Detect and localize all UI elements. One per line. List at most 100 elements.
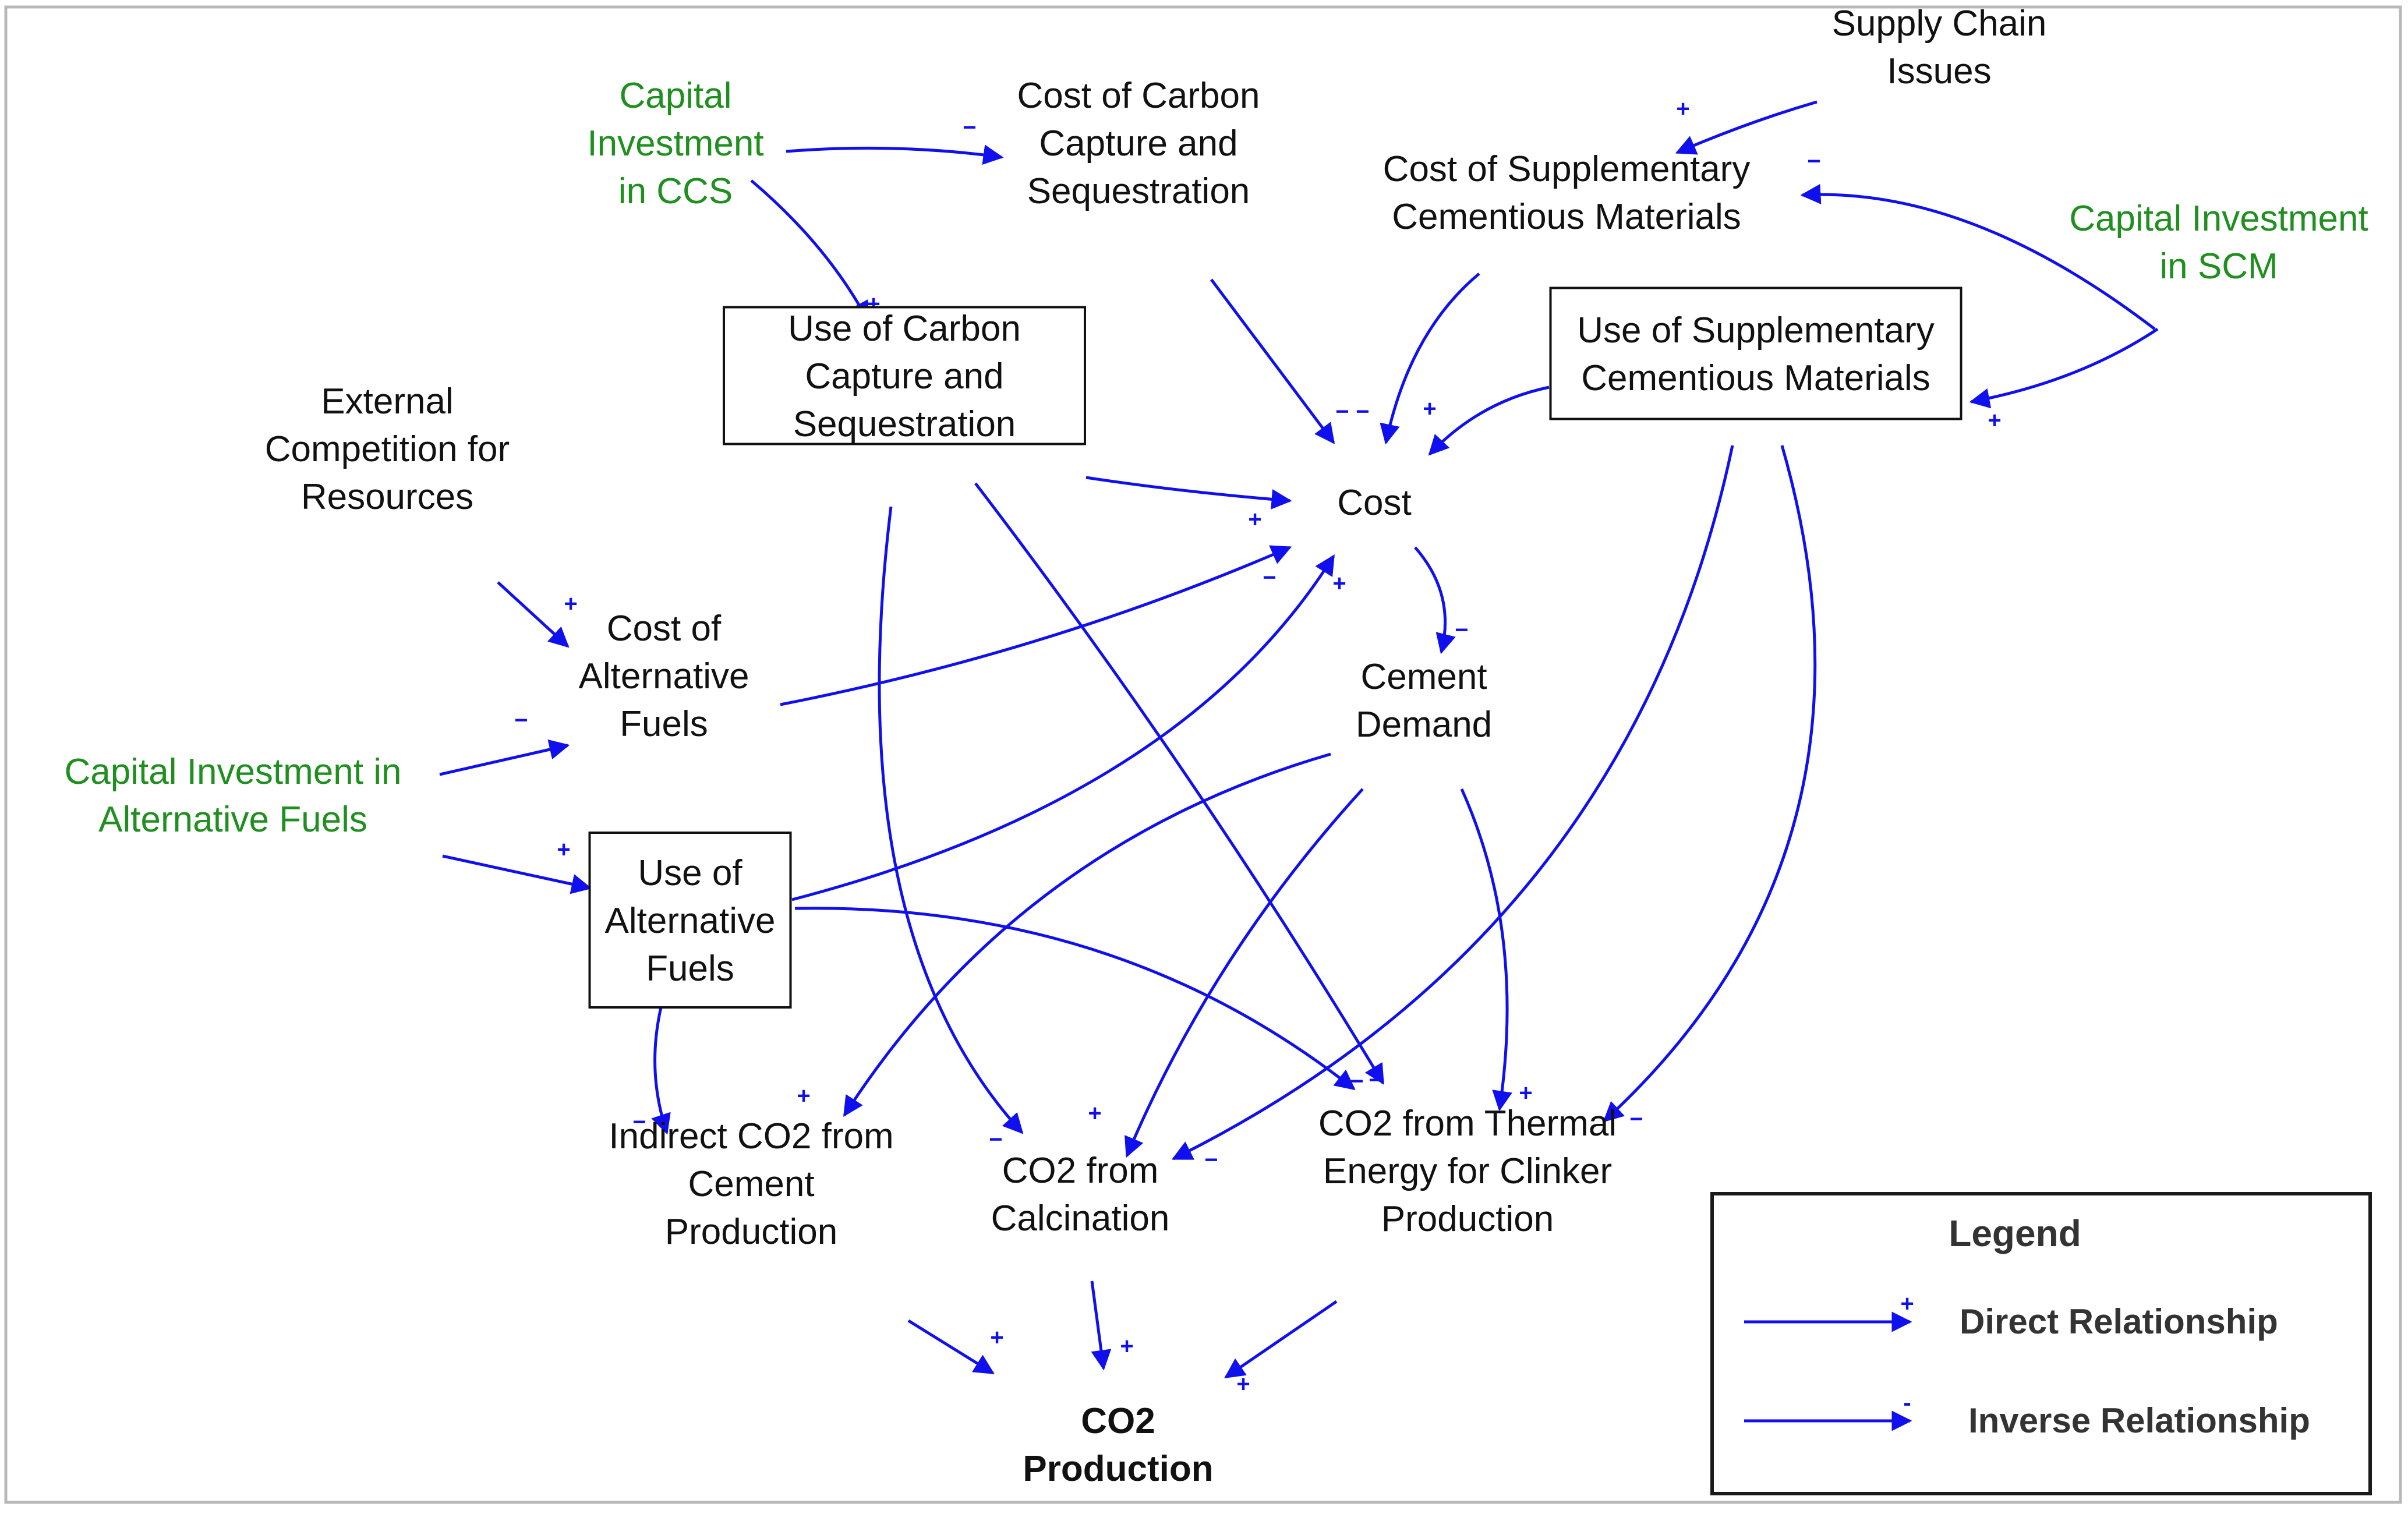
edge-use_ccs-to-thermal [974,482,1385,1085]
node-label-line: CO2 from Thermal [1318,1103,1617,1144]
node-label-line: Fuels [646,949,734,989]
edge-use_scm-to-thermal [1603,445,1817,1123]
edge-sign-use_ccs-to-thermal: − [1350,1069,1363,1094]
edge-calcination-to-co2 [1090,1280,1112,1371]
edge-sign-external-to-cost_af: + [564,591,577,617]
edge-use_af-to-indirect [651,1007,671,1135]
node-label-line: in CCS [618,171,733,211]
node-label-line: Use of Supplementary [1577,310,1934,351]
edge-sign-use_af-to-thermal: − [1369,1067,1382,1093]
edge-use_scm-to-calcination [1171,445,1734,1161]
edge-use_scm-to-cost [1428,385,1550,456]
node-label-line: Cost of Supplementary [1383,149,1751,189]
legend-direct-sign: + [1900,1291,1914,1317]
node-capital-scm: Capital Investment in SCM [2069,199,2368,286]
edge-cost_scm-to-cost [1380,273,1480,445]
box-use-ccs [723,306,1086,445]
edge-sign-use_scm-to-thermal: − [1629,1106,1643,1132]
edge-use_ccs-to-cost [1085,476,1292,510]
node-label-line: Calcination [991,1198,1170,1239]
edge-thermal-to-co2 [1224,1300,1338,1379]
node-label-line: Cementious Materials [1581,358,1930,398]
edge-sign-use_af-to-cost: + [1332,571,1346,596]
edge-capital_ccs-to-cost_ccs [786,144,1004,165]
edge-cost_ccs-to-cost [1210,278,1335,444]
node-label-line: Energy for Clinker [1323,1151,1612,1191]
node-label-line: Indirect CO2 from [609,1116,893,1156]
edge-use_ccs-to-calcination [878,506,1024,1134]
node-label-line: Use of Carbon [788,309,1021,349]
edge-use_af-to-thermal [794,907,1356,1091]
node-label-line: Production [1381,1199,1554,1239]
node-label-line: Cement [1360,657,1487,697]
edge-capital_af-to-cost_af [439,739,570,776]
node-cost: Cost [1337,483,1411,523]
edge-sign-cost_ccs-to-cost: − [1335,399,1349,425]
edge-cement_demand-to-indirect [843,752,1331,1117]
edge-sign-supply_chain-to-cost_scm: + [1676,96,1689,122]
edge-cost-to-cement_demand [1414,546,1456,655]
edge-sign-use_ccs-to-calcination: − [989,1127,1002,1152]
node-label-line: Capital Investment [2069,199,2368,239]
edge-sign-use_scm-to-calcination: − [1204,1147,1218,1173]
edge-sign-use_af-to-indirect: − [632,1109,646,1135]
node-label-line: Alternative Fuels [98,800,367,840]
node-label-line: Fuels [620,704,708,744]
edge-sign-cement_demand-to-indirect: + [797,1083,810,1109]
legend: Legend+Direct Relationship-Inverse Relat… [1710,1192,2372,1495]
legend-title: Legend [1949,1212,2081,1254]
edge-capital_scm-to-use_scm [1969,327,2159,409]
edge-cement_demand-to-calcination [1125,788,1364,1158]
edge-sign-cost-to-cement_demand: − [1455,617,1468,643]
node-label-line: Cost of Carbon [1017,76,1260,116]
node-label-line: Demand [1356,705,1492,745]
edge-sign-calcination-to-co2: + [1120,1333,1133,1359]
node-label-line: Cost [1337,483,1411,523]
node-label-line: Cement [688,1164,814,1204]
edge-sign-capital_scm-to-use_scm: + [1988,408,2001,433]
node-label-line: Supply Chain [1832,3,2047,44]
node-label-line: Issues [1887,51,1991,91]
node-label-line: Cost of [607,609,722,649]
node-label-line: Capture and [805,356,1003,397]
node-label-line: CO2 [1081,1401,1155,1441]
node-label-line: Resources [301,477,473,517]
node-label-line: Production [1023,1449,1213,1489]
box-use-af [588,832,792,1009]
node-label-line: Sequestration [1027,171,1250,211]
edge-sign-cost_scm-to-cost: − [1356,399,1369,425]
node-label-line: CO2 from [1002,1151,1159,1191]
node-label-line: Use of [638,853,742,893]
edge-sign-use_ccs-to-cost: + [1248,507,1261,532]
legend-inverse-label: Inverse Relationship [1968,1401,2310,1440]
edge-capital_ccs-to-use_ccs [750,179,869,323]
edge-external-to-cost_af [497,581,570,648]
edge-cement_demand-to-thermal [1460,788,1512,1112]
node-label-line: Investment [587,123,763,164]
node-label-line: in SCM [2159,246,2278,286]
edge-sign-use_scm-to-cost: + [1423,396,1436,422]
legend-inverse-sign: - [1903,1390,1911,1416]
node-label-line: Competition for [265,429,510,469]
legend-frame [1710,1192,2372,1495]
node-label-line: Sequestration [793,404,1016,444]
node-label-line: Alternative [579,656,749,696]
edge-sign-cost_af-to-cost: − [1263,565,1276,590]
edge-sign-capital_af-to-cost_af: − [514,708,528,733]
edge-sign-cement_demand-to-calcination: + [1088,1101,1101,1126]
edge-cost_af-to-cost [780,545,1292,706]
